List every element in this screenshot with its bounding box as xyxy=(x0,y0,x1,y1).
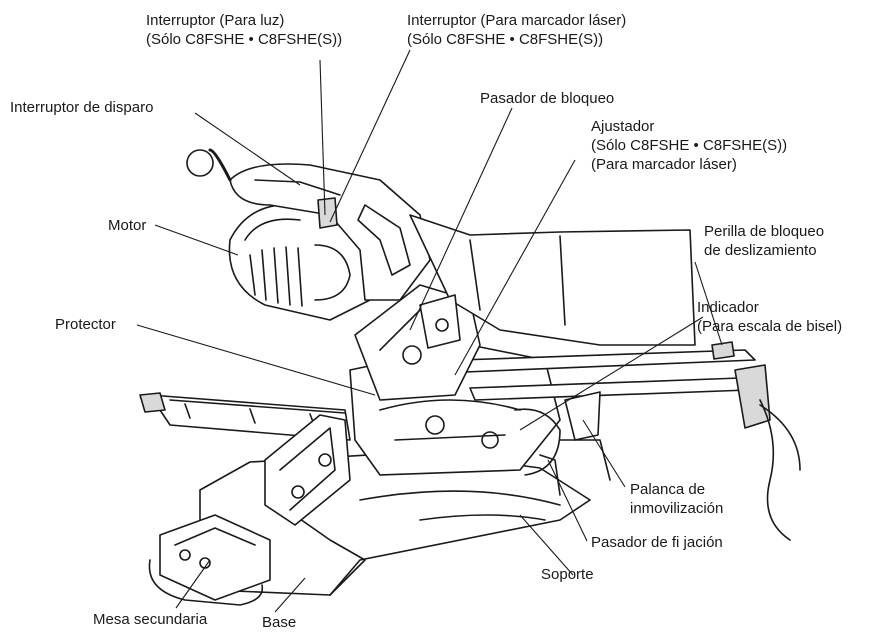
leader-indicator xyxy=(519,316,704,431)
leader-adjuster xyxy=(454,159,576,376)
label-adjuster: Ajustador (Sólo C8FSHE • C8FSHE(S)) (Par… xyxy=(591,117,787,174)
label-line: Mesa secundaria xyxy=(93,611,208,628)
label-switch-light: Interruptor (Para luz) (Sólo C8FSHE • C8… xyxy=(146,11,342,49)
leader-support xyxy=(519,514,574,576)
label-line: Motor xyxy=(108,217,147,234)
fixing-pin-shape xyxy=(539,454,561,496)
lamp-head xyxy=(186,149,214,177)
light-neck xyxy=(208,148,232,182)
label-lock-lever: Palanca de inmovilización xyxy=(630,480,723,518)
rail-end-cap xyxy=(734,364,771,429)
label-line: Palanca de xyxy=(630,481,706,498)
label-line: Perilla de bloqueo xyxy=(704,223,825,240)
leader-motor xyxy=(154,224,239,256)
label-support: Soporte xyxy=(541,565,594,584)
label-sub-table: Mesa secundaria xyxy=(93,610,207,629)
label-line: (Sólo C8FSHE • C8FSHE(S)) xyxy=(146,31,343,48)
sub-table-shape xyxy=(159,514,271,601)
sub-table-handle xyxy=(148,559,264,606)
label-line: Pasador de bloqueo xyxy=(480,90,615,107)
label-line: (Para escala de bisel) xyxy=(697,318,843,335)
base-turntable-rim xyxy=(359,490,561,506)
handle-grip-slot xyxy=(357,204,411,276)
label-protector: Protector xyxy=(55,315,116,334)
label-line: inmovilización xyxy=(630,500,724,517)
leader-slide-lock-knob xyxy=(694,261,723,346)
label-fixing-pin: Pasador de fi jación xyxy=(591,533,723,552)
leader-switch-light xyxy=(319,59,326,216)
leader-protector xyxy=(136,324,376,396)
leader-fixing-pin xyxy=(547,459,588,542)
label-lock-pin: Pasador de bloqueo xyxy=(480,89,614,108)
label-slide-lock-knob: Perilla de bloqueo de deslizamiento xyxy=(704,222,824,260)
label-base: Base xyxy=(262,613,296,632)
left-handle xyxy=(139,392,166,413)
slide-lock-knob-shape xyxy=(711,341,735,360)
label-switch-laser: Interruptor (Para marcador láser) (Sólo … xyxy=(407,11,626,49)
fence-left xyxy=(149,394,351,441)
label-trigger-switch: Interruptor de disparo xyxy=(10,98,153,117)
label-line: Ajustador xyxy=(591,118,655,135)
adjuster-box xyxy=(419,294,461,349)
label-line: de deslizamiento xyxy=(704,242,817,259)
handle-housing xyxy=(229,163,431,301)
label-line: (Sólo C8FSHE • C8FSHE(S)) xyxy=(591,137,788,154)
upper-cover xyxy=(409,214,696,346)
label-line: Interruptor (Para luz) xyxy=(146,12,285,29)
power-cord xyxy=(759,399,791,541)
switch-box xyxy=(317,197,338,229)
label-line: Interruptor (Para marcador láser) xyxy=(407,12,627,29)
label-line: Interruptor de disparo xyxy=(10,99,154,116)
label-line: Pasador de fi jación xyxy=(591,534,723,551)
base-front-skirt xyxy=(279,504,366,596)
label-line: (Para marcador láser) xyxy=(591,156,737,173)
label-line: Protector xyxy=(55,316,116,333)
label-indicator: Indicador (Para escala de bisel) xyxy=(697,298,842,336)
leader-switch-laser xyxy=(329,49,411,223)
label-line: Soporte xyxy=(541,566,594,583)
leader-base xyxy=(274,577,306,613)
bevel-plate xyxy=(514,408,561,476)
vise-clamp xyxy=(264,414,351,526)
leader-lock-lever xyxy=(582,419,626,488)
label-line: (Sólo C8FSHE • C8FSHE(S)) xyxy=(407,31,604,48)
label-motor: Motor xyxy=(108,216,146,235)
label-line: Indicador xyxy=(697,299,759,316)
lock-lever-shape xyxy=(564,391,601,441)
label-line: Base xyxy=(262,614,297,631)
leader-lock-pin xyxy=(409,107,513,331)
leader-trigger-switch xyxy=(194,112,301,186)
leader-sub-table xyxy=(175,559,211,609)
